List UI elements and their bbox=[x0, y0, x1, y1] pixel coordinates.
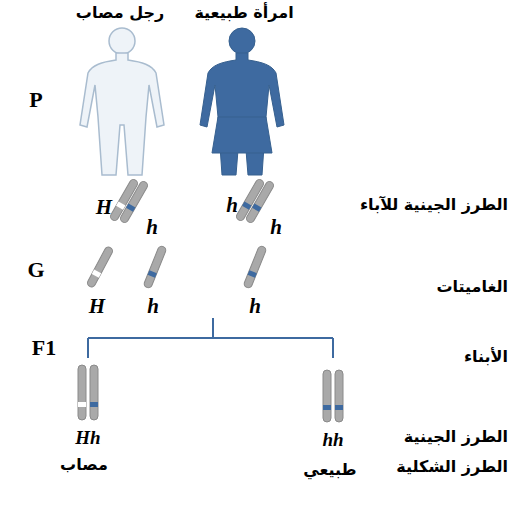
figure-title: رجل مصاب bbox=[76, 3, 164, 22]
allele-label: h bbox=[249, 294, 261, 319]
allele-label: h bbox=[226, 193, 238, 218]
chromosome bbox=[119, 180, 149, 224]
genotype-label: hh bbox=[322, 429, 343, 452]
chromosome-pair bbox=[323, 370, 343, 422]
woman-figure bbox=[200, 28, 284, 175]
row-label: الطرز الجينية bbox=[404, 427, 508, 446]
chromosome bbox=[243, 245, 267, 289]
allele-label: h bbox=[147, 294, 159, 319]
cross-bracket bbox=[88, 318, 333, 358]
genotype-label: Hh bbox=[75, 427, 100, 450]
row-label: الأبناء bbox=[464, 347, 508, 366]
phenotype-label: مصاب bbox=[60, 455, 108, 474]
row-label: الطرز الجينية للآباء bbox=[360, 195, 508, 214]
row-label: الطرز الشكلية bbox=[396, 457, 508, 476]
man-figure bbox=[80, 28, 164, 175]
generation-label: F1 bbox=[32, 335, 56, 361]
generation-label: P bbox=[29, 87, 42, 113]
allele-label: H bbox=[96, 195, 112, 220]
generation-label: G bbox=[27, 257, 44, 283]
chromosome bbox=[143, 245, 167, 289]
allele-label: H bbox=[89, 294, 105, 319]
phenotype-label: طبيعي bbox=[303, 460, 356, 479]
allele-label: h bbox=[146, 215, 158, 240]
allele-label: h bbox=[270, 215, 282, 240]
figure-title: امرأة طبيعية bbox=[194, 3, 293, 22]
chromosome-pair bbox=[78, 365, 98, 420]
row-label: الغاميتات bbox=[436, 277, 508, 296]
chromosome bbox=[86, 246, 114, 289]
